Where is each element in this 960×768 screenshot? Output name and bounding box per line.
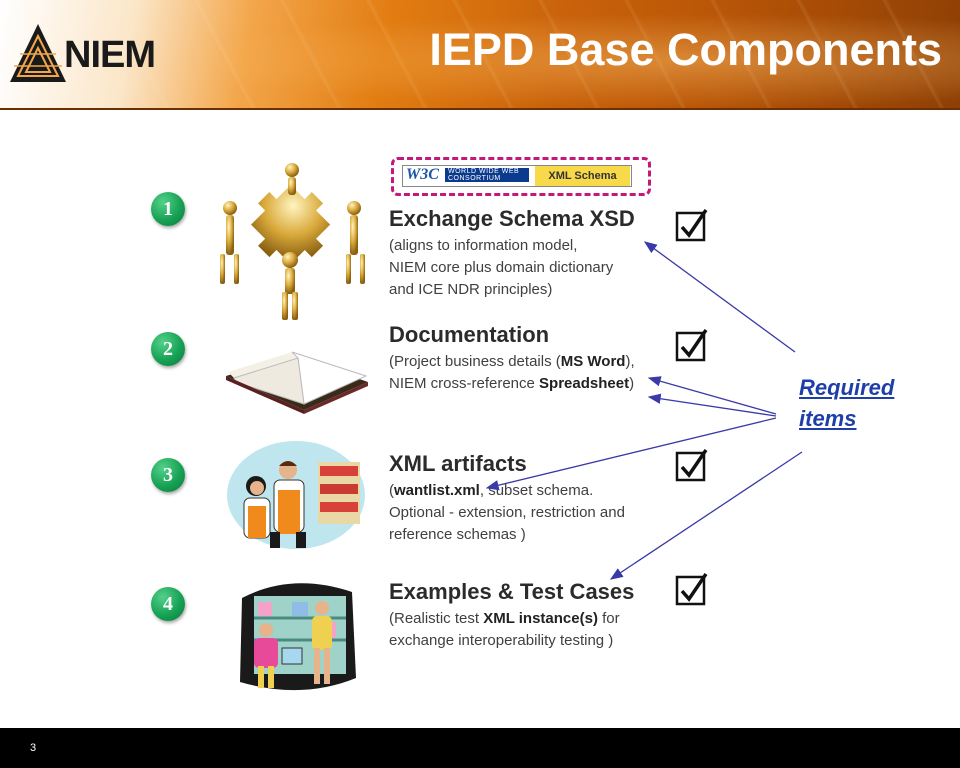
arrow-to-item-2-a (647, 376, 777, 415)
item-block-1: Exchange Schema XSD (aligns to informati… (389, 206, 635, 301)
footer-bar: 3 (0, 728, 960, 768)
item-heading-2: Documentation (389, 322, 550, 347)
item-desc-2-line-1: (Project business details (MS Word), (389, 353, 635, 370)
item-desc-4-line-2: exchange interoperability testing ) (389, 632, 614, 649)
open-book-illustration (226, 351, 368, 414)
item-number-2: 2 (151, 332, 185, 366)
item-number-1: 1 (151, 192, 185, 226)
item-number-4: 4 (151, 587, 185, 621)
checkbox-checked-icon (675, 329, 708, 362)
arrow-to-item-2-b (647, 393, 777, 417)
item-heading-1: Exchange Schema XSD (389, 206, 635, 231)
shoppers-illustration (240, 583, 356, 691)
store-clerks-illustration (227, 441, 365, 549)
page-number: 3 (30, 742, 37, 754)
w3c-badge: W3C WORLD WIDE WEB CONSORTIUM XML Schema (402, 165, 632, 187)
item-desc-1-line-3: and ICE NDR principles) (389, 281, 553, 298)
w3c-xml-schema-frame: W3C WORLD WIDE WEB CONSORTIUM XML Schema (391, 157, 651, 196)
w3c-xml-schema-label: XML Schema (535, 166, 630, 186)
item-block-2: Documentation (Project business details … (389, 322, 635, 395)
item-desc-1-line-2: NIEM core plus domain dictionary (389, 259, 614, 276)
niem-logo: NIEM (8, 22, 168, 86)
header-banner: NIEM IEPD Base Components (0, 0, 960, 110)
item-heading-3: XML artifacts (389, 451, 527, 476)
header-divider (0, 108, 960, 110)
required-line-2: items (799, 406, 857, 431)
item-number-3: 3 (151, 458, 185, 492)
figures-puzzle-illustration (220, 163, 365, 320)
w3c-consortium-top: WORLD WIDE WEB (448, 168, 520, 175)
item-heading-4: Examples & Test Cases (389, 579, 635, 604)
niem-triangle-icon (10, 24, 66, 82)
item-desc-3-line-3: reference schemas ) (389, 526, 526, 543)
item-desc-4-line-1: (Realistic test XML instance(s) for (389, 610, 620, 627)
checkbox-checked-icon (675, 209, 708, 242)
w3c-logo: W3C (406, 166, 439, 183)
arrow-to-item-1 (643, 241, 796, 353)
item-desc-3-line-1: (wantlist.xml, subset schema. (389, 482, 594, 499)
checkbox-checked-icon (675, 449, 708, 482)
item-block-3: XML artifacts (wantlist.xml, subset sche… (389, 451, 625, 546)
item-block-4: Examples & Test Cases (Realistic test XM… (389, 579, 634, 652)
page-title: IEPD Base Components (429, 24, 942, 75)
header-texture (0, 0, 960, 110)
required-line-1: Required (799, 375, 895, 400)
w3c-consortium-strip: WORLD WIDE WEB CONSORTIUM (445, 168, 529, 182)
required-items-link[interactable]: Required items (799, 372, 894, 434)
w3c-consortium-bottom: CONSORTIUM (448, 175, 501, 182)
item-desc-3-line-2: Optional - extension, restriction and (389, 504, 625, 521)
checkbox-checked-icon (675, 573, 708, 606)
niem-logo-text: NIEM (64, 34, 156, 76)
item-desc-2-line-2: NIEM cross-reference Spreadsheet) (389, 375, 635, 392)
item-desc-1-line-1: (aligns to information model, (389, 237, 578, 254)
